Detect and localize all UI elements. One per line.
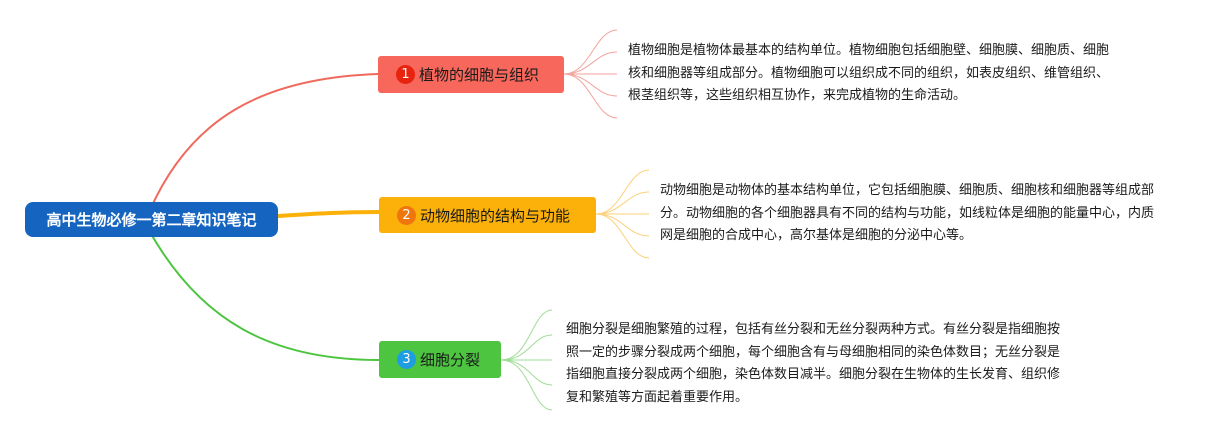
root-topic-label: 高中生物必修一第二章知识笔记 xyxy=(46,211,257,229)
note-bracket-3 xyxy=(500,309,553,411)
topic-label: 植物的细胞与组织 xyxy=(419,66,540,84)
topic-label: 细胞分裂 xyxy=(420,351,481,369)
topic-plant-cells[interactable]: 1 植物的细胞与组织 xyxy=(378,56,564,93)
branch-line-2 xyxy=(277,210,380,218)
note-plant-cells: 植物细胞是植物体最基本的结构单位。植物细胞包括细胞壁、细胞膜、细胞质、细胞核和细… xyxy=(628,43,1110,103)
note-bracket-2 xyxy=(595,169,650,259)
topic-cell-division[interactable]: 3 细胞分裂 xyxy=(379,341,501,378)
topic-number-badge: 1 xyxy=(396,65,415,84)
note-animal-cells: 动物细胞是动物体的基本结构单位，它包括细胞膜、细胞质、细胞核和细胞器等组成部分。… xyxy=(660,183,1155,243)
topic-label: 动物细胞的结构与功能 xyxy=(420,206,571,225)
branch-line-1 xyxy=(149,73,379,211)
topic-animal-cells[interactable]: 2 动物细胞的结构与功能 xyxy=(379,197,596,233)
branch-line-3 xyxy=(149,231,380,361)
topic-number-badge: 2 xyxy=(397,205,416,225)
topic-number-badge: 3 xyxy=(397,350,416,369)
root-topic[interactable]: 高中生物必修一第二章知识笔记 xyxy=(25,202,278,237)
note-cell-division: 细胞分裂是细胞繁殖的过程，包括有丝分裂和无丝分裂两种方式。有丝分裂是指细胞按照一… xyxy=(566,322,1061,405)
note-bracket-1 xyxy=(563,29,618,119)
